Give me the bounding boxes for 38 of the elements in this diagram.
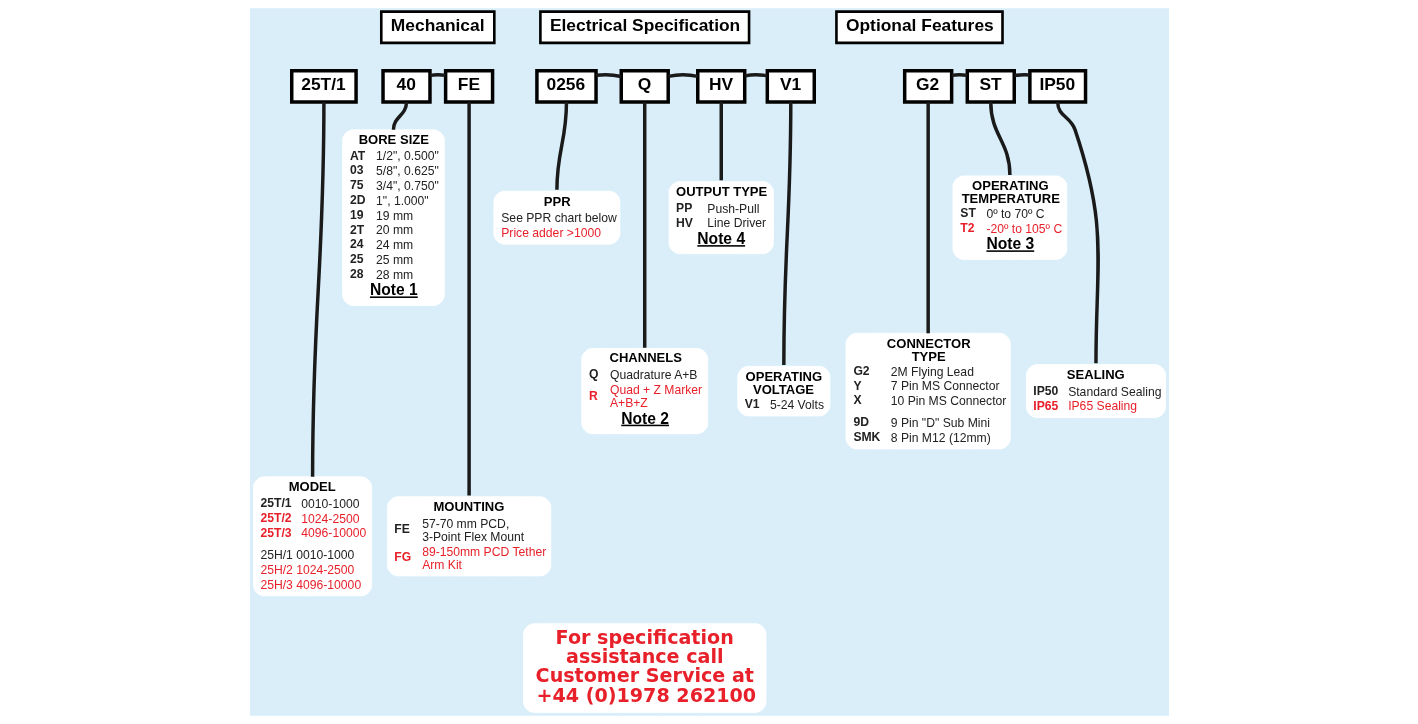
node-box: For specification assistance call Customer Service at +44 (0)1978 262100 — [522, 623, 766, 713]
node-box: PPR See PPR chart below Price adder >1000 — [492, 190, 620, 245]
node-box: OUTPUT TYPE PP Push-Pull HV Line Driver Note 4 — [668, 181, 774, 255]
connector — [595, 72, 622, 79]
connector — [466, 102, 471, 496]
node-box: HV — [695, 69, 746, 104]
node-box: FE — [443, 69, 494, 104]
connector — [925, 102, 930, 334]
node-box: SEALING IP50 Standard Sealing IP65 IP65 Sealing — [1025, 364, 1166, 419]
connector — [642, 102, 646, 348]
node-box: V1 — [765, 69, 816, 104]
node-box: ST — [965, 69, 1016, 104]
connector — [781, 102, 793, 366]
node-box: 0256 — [534, 69, 598, 104]
connector — [310, 102, 326, 477]
node-box: Electrical Specification — [538, 10, 750, 45]
node-box: IP50 — [1027, 69, 1087, 104]
node-box: G2 — [902, 69, 953, 104]
connector — [988, 101, 1012, 176]
connector — [554, 102, 568, 190]
node-box: 40 — [380, 69, 432, 104]
connector — [719, 102, 723, 181]
node-box: MODEL 25T/1 0010-1000 25T/2 1024-2500 25T/3 4096-10000 25H/1 0010-1000 25H/2 1024-2500 25H/3 4096-10000 — [252, 476, 372, 597]
node-box: BORE SIZE AT 1/2", 0.500" 03 5/8", 0.625" 75 3/4", 0.750" 2D 1", 1.000" 19 19 mm 2T 20 mm 24 24 mm 25 25 mm 28 28 mm Note 1 — [341, 129, 445, 306]
connector — [1013, 72, 1030, 78]
node-box: CONNECTOR TYPE G2 2M Flying Lead Y 7 Pin MS Connector X 10 Pin MS Connector 9D 9 Pin "D" Sub Mini SMK 8 Pin M12 (12mm) — [845, 332, 1011, 450]
node-box: Q — [619, 69, 670, 104]
node-box: Mechanical — [379, 10, 496, 45]
connector — [667, 72, 698, 79]
connector — [744, 72, 767, 78]
connector — [1055, 101, 1100, 364]
node-box: OPERATING VOLTAGE V1 5-24 Volts — [736, 365, 830, 417]
node-box: Optional Features — [834, 10, 1004, 45]
connector — [391, 101, 408, 130]
connector — [429, 72, 446, 78]
node-box: OPERATING TEMPERATURE ST 0º to 70º C T2 -20º to 105º C Note 3 — [952, 175, 1067, 260]
node-box: 25T/1 — [289, 69, 358, 104]
connector — [951, 72, 967, 78]
